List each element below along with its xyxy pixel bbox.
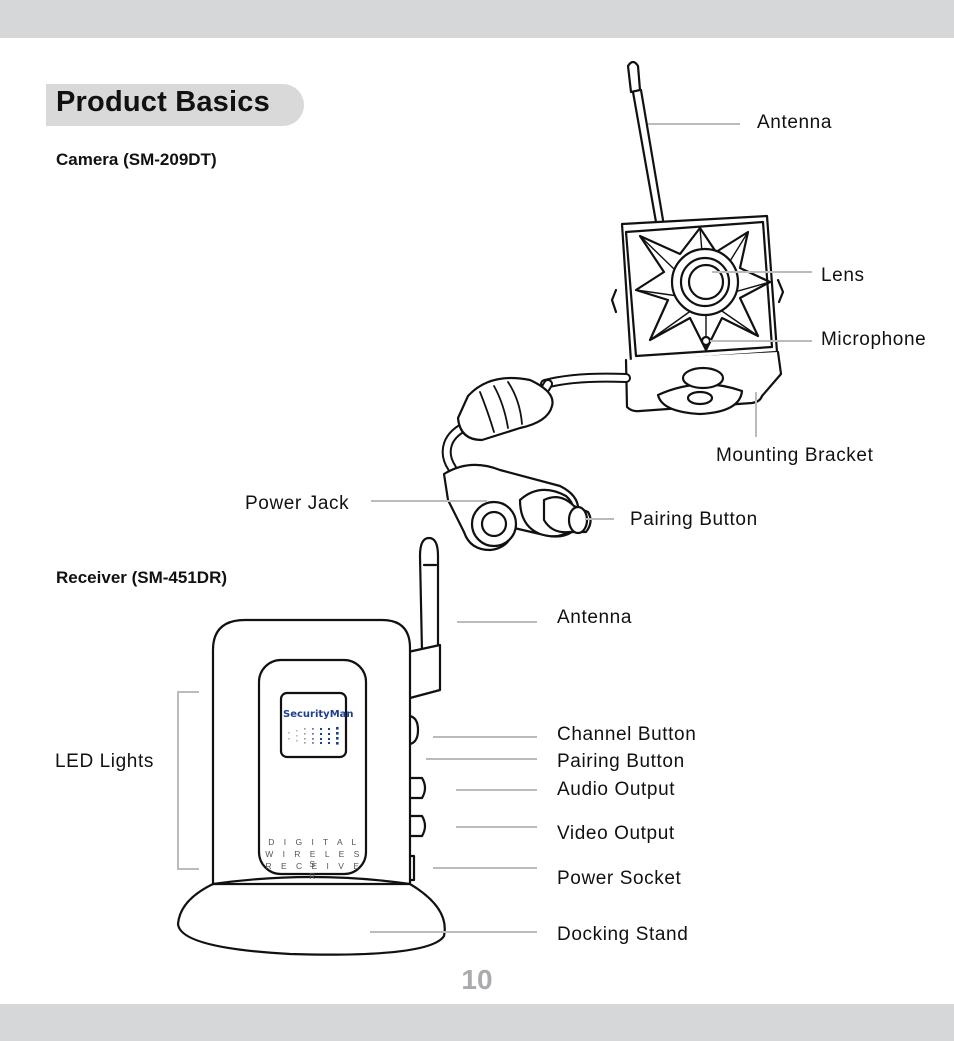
receiver-brand-logo: SecurityMan [283, 709, 354, 720]
camera-antenna-label: Antenna [757, 112, 832, 133]
page-number: 10 [461, 964, 493, 995]
receiver-video-output-label: Video Output [557, 823, 675, 844]
receiver-antenna [418, 536, 440, 654]
camera-antenna [631, 88, 665, 224]
receiver-channel-button-label: Channel Button [557, 724, 697, 745]
receiver-led-dots [288, 727, 339, 745]
receiver-power-socket-label: Power Socket [557, 868, 682, 889]
camera-face [624, 220, 774, 358]
receiver-front-text-line3: R E C E I V E R [265, 861, 363, 881]
leader-lines [177, 123, 812, 933]
receiver-led-lights-label: LED Lights [55, 751, 154, 772]
camera-mounting-bracket-label: Mounting Bracket [716, 445, 874, 466]
receiver-power-socket [408, 854, 416, 882]
camera-pairing-button-label: Pairing Button [630, 509, 758, 530]
receiver-audio-output-label: Audio Output [557, 779, 676, 800]
page-title: Product Basics [56, 86, 270, 118]
top-band [0, 0, 954, 38]
title-pill [46, 84, 304, 126]
receiver-video-output [408, 814, 427, 838]
receiver-channel-button [408, 714, 420, 746]
bottom-band [0, 1004, 954, 1041]
camera-cable-strain-relief [456, 376, 554, 442]
camera-microphone [700, 335, 712, 347]
receiver-antenna-label: Antenna [557, 607, 632, 628]
camera-power-jack-label: Power Jack [245, 493, 350, 514]
receiver-front-text-line1: D I G I T A L [268, 837, 360, 847]
camera-antenna-tip [626, 60, 642, 94]
receiver-heading: Receiver (SM-451DR) [56, 568, 228, 587]
camera-microphone-label: Microphone [821, 329, 927, 350]
receiver-docking-stand-label: Docking Stand [557, 924, 689, 945]
receiver-docking-stand [176, 882, 446, 956]
camera-lens-label: Lens [821, 265, 865, 286]
receiver-front-text-line2: W I R E L E S S [265, 849, 363, 869]
camera-heading: Camera (SM-209DT) [56, 150, 217, 169]
receiver-audio-output [408, 776, 427, 800]
receiver-display [279, 691, 348, 759]
receiver-pairing-button-label: Pairing Button [557, 751, 685, 772]
